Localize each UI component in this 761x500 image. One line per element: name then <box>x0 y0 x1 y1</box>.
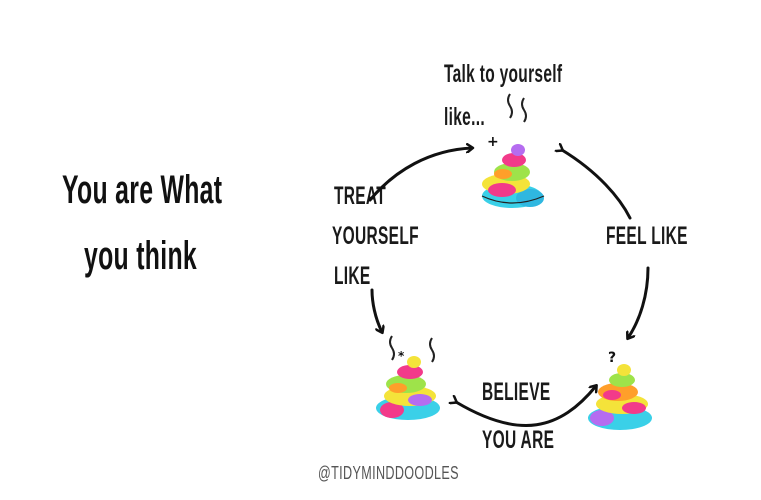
label-treat: TREAT <box>334 182 387 210</box>
svg-text:*: * <box>398 349 405 363</box>
rainbow-poop-icon-bottom-left: * <box>376 335 440 420</box>
label-yourself: YOURSELF <box>332 222 419 250</box>
arrow-bottom-both-ways <box>456 386 596 428</box>
rainbow-poop-icon-top: + <box>481 93 545 208</box>
arrow-right-to-bottom <box>628 266 650 338</box>
arrow-left-down <box>370 288 382 332</box>
label-like: LIKE <box>334 262 371 290</box>
credit-handle: @TIDYMINDDOODLES <box>318 463 459 483</box>
arrow-top-to-right <box>562 150 632 220</box>
label-feel-like: FEEL LIKE <box>606 222 688 250</box>
svg-text:?: ? <box>608 350 616 366</box>
label-you-are: YOU ARE <box>482 426 555 454</box>
arrow-left-to-top <box>368 148 472 202</box>
label-talk-to-yourself: Talk to yourself <box>444 60 563 88</box>
label-like-ellipsis: like... <box>444 103 485 131</box>
title-line-2: you think <box>84 234 198 278</box>
rainbow-poop-icon-bottom-right: ? <box>588 350 652 430</box>
title-line-1: You are What <box>62 168 223 212</box>
svg-text:+: + <box>487 134 499 150</box>
